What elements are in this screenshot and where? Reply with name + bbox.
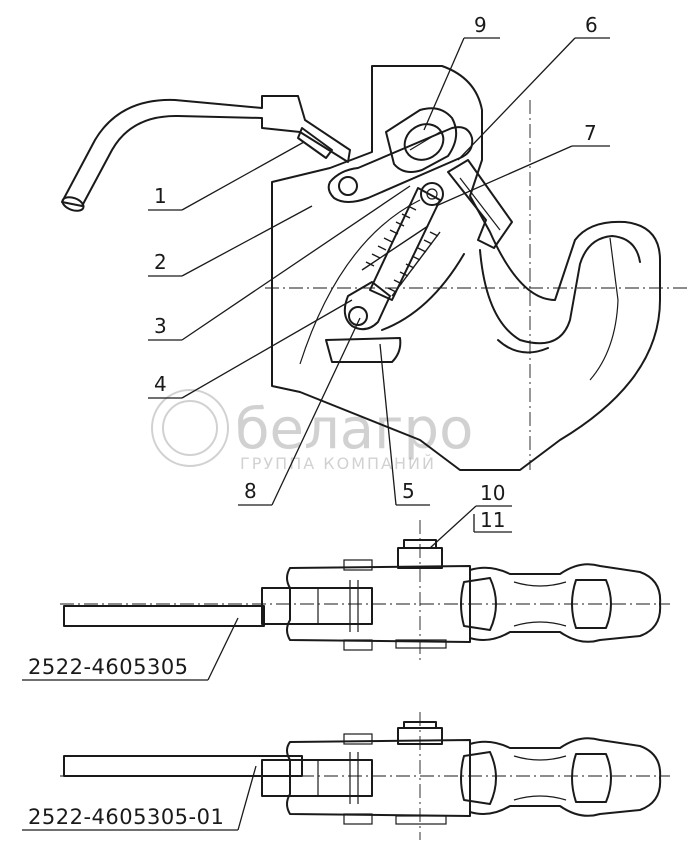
top-view-hook-lobe-right: [571, 579, 612, 629]
callout-9: 9: [474, 13, 487, 37]
bottom-view-hook-lobe-right: [571, 753, 612, 803]
guide-curve: [381, 253, 465, 331]
handle-lever: [61, 95, 351, 207]
part-number-bottom: 2522-4605305-01: [28, 805, 224, 829]
callout-5: 5: [402, 479, 415, 503]
rod-top-pin: [426, 188, 438, 200]
body-plate: [271, 65, 661, 471]
rod-bottom-pin: [348, 306, 368, 326]
top-plan-view: [60, 520, 670, 660]
top-view-callouts: 10 11 2522-4605305: [22, 481, 512, 681]
hook-edge: [589, 237, 619, 381]
watermark-logo-circle: [151, 389, 229, 467]
watermark: белагро ГРУППА КОМПАНИЙ: [151, 389, 473, 473]
recess-contour: [299, 199, 421, 365]
callout-2: 2: [154, 250, 167, 274]
callout-7: 7: [584, 121, 597, 145]
hook-inner-contour: [479, 235, 641, 345]
callout-10: 10: [480, 481, 505, 505]
bottom-view-clevis: [261, 759, 373, 797]
top-view-hook: [469, 563, 662, 643]
latch-block: [385, 107, 458, 173]
upper-link: [327, 126, 474, 203]
bottom-view-hook-lobe-left: [460, 751, 497, 805]
pawl-edge: [459, 177, 501, 231]
bottom-view-callouts: 2522-4605305-01: [22, 765, 257, 831]
upper-link-pin: [338, 176, 358, 196]
latch-bore: [403, 123, 445, 161]
rod-top-eye: [420, 182, 444, 206]
spring-rod: [369, 187, 441, 301]
callout-1: 1: [154, 184, 167, 208]
callout-4: 4: [154, 372, 167, 396]
top-view-bolt-head: [397, 547, 443, 569]
bottom-view-rod: [63, 755, 303, 777]
callout-3: 3: [154, 314, 167, 338]
top-view-hook-lobe-left: [460, 577, 497, 631]
top-view-rod: [63, 605, 265, 627]
callout-8: 8: [244, 479, 257, 503]
callout-11: 11: [480, 508, 505, 532]
handle-slot: [297, 127, 333, 159]
top-view-bolt-hex: [403, 539, 437, 549]
watermark-tagline: ГРУППА КОМПАНИЙ: [240, 454, 436, 473]
callout-6: 6: [585, 13, 598, 37]
bottom-view-hook: [469, 737, 662, 817]
rod-bottom-eye: [343, 281, 391, 331]
latch-bore-axis: [409, 131, 441, 151]
part-number-top: 2522-4605305: [28, 655, 189, 679]
stop-bracket: [325, 337, 402, 363]
locking-pawl: [447, 159, 513, 249]
top-view-body: [286, 565, 471, 643]
main-view: [61, 65, 687, 471]
hook-mouth: [497, 339, 549, 354]
bottom-plan-view: [60, 712, 670, 840]
bottom-view-body: [286, 739, 471, 817]
watermark-logo-inner: [162, 400, 218, 456]
top-view-clevis: [261, 587, 373, 625]
bottom-view-bolt-head: [397, 727, 443, 745]
callouts: 9 6 7 1 2 3 4 8 5: [148, 13, 610, 506]
handle-grip-end: [61, 196, 85, 212]
spring-coils: [361, 205, 441, 297]
